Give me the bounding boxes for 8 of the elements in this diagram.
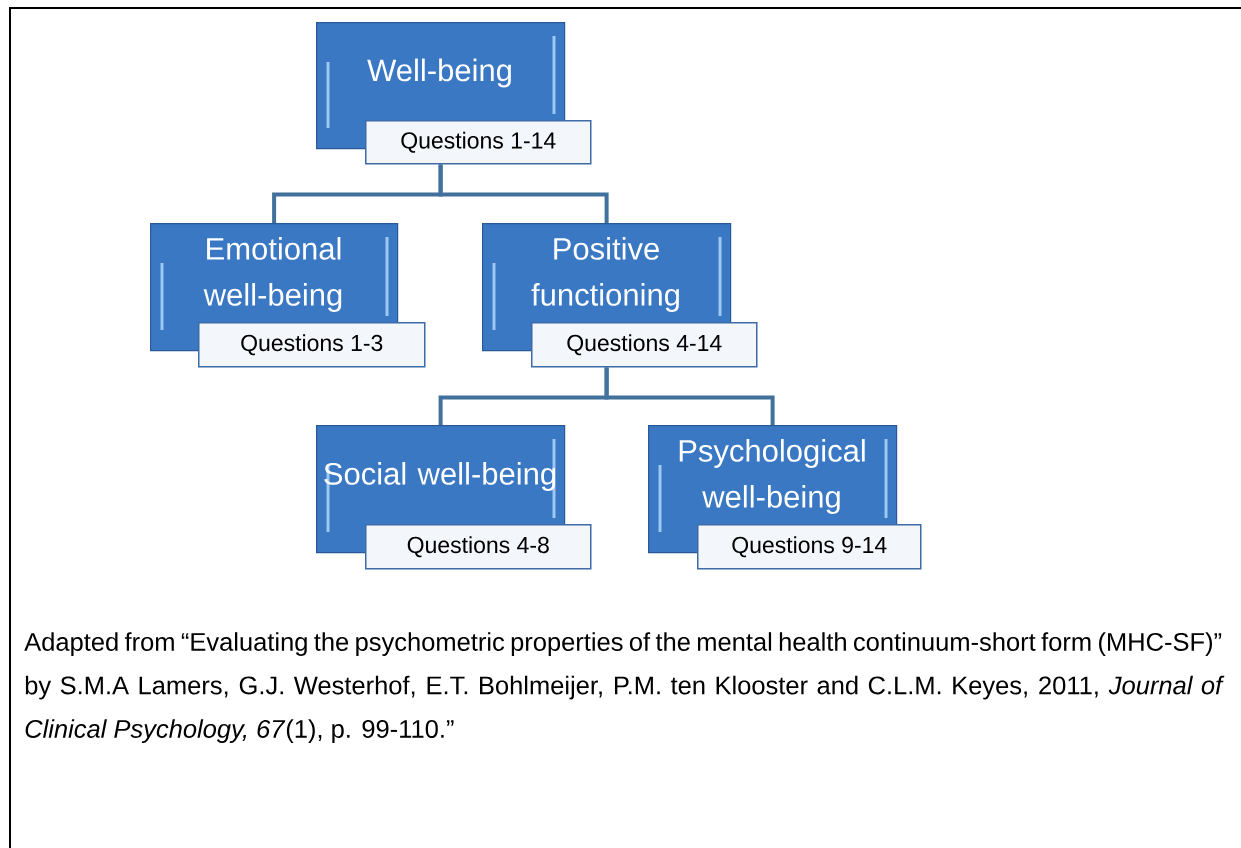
question-tag: Questions 9-14 — [697, 524, 922, 570]
question-tag: Questions 1-14 — [365, 120, 592, 165]
caption: Adapted from “Evaluating the psychometric properties of the mental health continuum-short form (MHC-SF)” by S.M.A Lamers, G.J. Westerhof, E.T. Bohlmeijer, P.M. ten Klooster and C.L.M. Keyes, 2011, Journal of Clinical Psychology, 67(1), p. 99-110.” — [24, 632, 1225, 743]
question-tag: Questions 4-14 — [531, 322, 758, 368]
question-tag: Questions 4-8 — [365, 524, 592, 570]
connector — [604, 367, 775, 425]
connector — [438, 164, 609, 223]
question-tag: Questions 1-3 — [198, 322, 426, 368]
